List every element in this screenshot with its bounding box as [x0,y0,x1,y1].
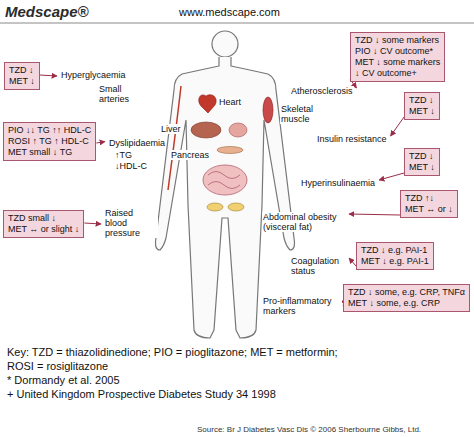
condition-label: Dyslipidaemia [108,138,166,148]
effect-line: TZD ↓ [409,95,435,106]
effect-line: MET ↓ [409,106,435,117]
drug-effect-box: TZD ↓MET ↓ [404,148,440,176]
small-artery [168,86,181,190]
visceral-fat [207,203,223,211]
effect-line: TZD ↑↓ [405,193,453,204]
condition-label: Coagulation status [290,256,346,276]
effect-line: MET ↓ [9,76,35,87]
condition-label: Abdominal obesity (visceral fat) [262,212,346,232]
stomach-organ [229,123,247,137]
condition-label: Insulin resistance [316,134,388,144]
effect-line: MET ↓ [409,162,435,173]
effect-line: TZD ↓ some, e.g. CRP, TNFα [348,287,465,298]
footnote: * Dormandy et al. 2005 [6,374,121,387]
drug-effect-box: TZD small ↓MET ↔ or slight ↓ [3,210,84,238]
effect-line: TZD ↓ e.g. PAI-1 [361,245,429,256]
source-credit: Source: Br J Diabetes Vasc Dis © 2006 Sh… [196,425,422,434]
drug-effect-box: TZD ↓ e.g. PAI-1MET ↓ e.g. PAI-1 [356,242,434,270]
site-url: www.medscape.com [178,6,281,19]
visceral-fat [228,203,244,211]
leader-arrow [349,258,356,266]
leader-arrow [96,142,105,144]
organ-label: Liver [160,124,182,134]
heart-organ [199,95,216,113]
footnote: + United Kingdom Prospective Diabetes St… [6,388,277,401]
leader-arrow [40,75,57,76]
condition-label: Hyperinsulinaemia [300,178,376,188]
key-line: ROSI = rosiglitazone [6,360,109,373]
effect-line: TZD ↓ [9,65,35,76]
effect-line: MET small ↓ TG [8,147,91,158]
logo-text: Medscape® [4,3,90,20]
effect-line: TZD small ↓ [8,213,79,224]
drug-effect-box: TZD ↓MET ↓ [404,92,440,120]
leader-arrow [391,117,404,136]
effect-line: PIO ↓ CV outcome* [355,46,440,57]
effect-line: TZD ↓ some markers [355,35,440,46]
head-outline [212,31,238,57]
pancreas-organ [217,147,243,154]
organ-label: Small arteries [98,84,136,104]
drug-effect-box: TZD ↓ some markersPIO ↓ CV outcome*MET ↓… [350,32,445,82]
organ-label: Skeletal muscle [280,104,322,124]
organ-label: Pancreas [170,150,210,160]
effect-line: ↓ CV outcome+ [355,68,440,79]
effect-line: MET ↓ some markers [355,57,440,68]
lipid-note: ↓HDL-C [114,161,148,171]
skeletal-muscle [263,97,273,123]
effect-line: MET ↔ or ↓ [405,204,453,215]
condition-label: Pro-inflammatory markers [262,296,342,316]
condition-label: Atherosclerosis [290,86,354,96]
intestine-loops [208,172,240,189]
header-rule [0,23,474,24]
effect-line: TZD ↓ [409,151,435,162]
organ-label: Heart [218,97,242,107]
effect-line: ROSI ↑ TG ↑ HDL-C [8,136,91,147]
leader-arrow [379,173,404,180]
intestine-organ [203,165,247,195]
leader-arrow [349,214,400,215]
effect-line: PIO ↓↓ TG ↑↑ HDL-C [8,125,91,136]
drug-effect-box: TZD ↓ some, e.g. CRP, TNFαMET ↓ some, e.… [343,284,470,312]
effect-line: MET ↓ some, e.g. CRP [348,298,465,309]
effect-line: MET ↔ or slight ↓ [8,224,79,235]
drug-effect-box: TZD ↓MET ↓ [4,62,40,90]
effect-line: MET ↓ e.g. PAI-1 [361,256,429,267]
key-line: Key: TZD = thiazolidinedione; PIO = piog… [6,346,339,359]
drug-effect-box: TZD ↑↓MET ↔ or ↓ [400,190,458,218]
condition-label: Hyperglycaemia [60,70,127,80]
condition-label: Raised blood pressure [104,208,158,238]
lipid-note: ↑TG [114,150,133,160]
drug-effect-box: PIO ↓↓ TG ↑↑ HDL-CROSI ↑ TG ↑ HDL-CMET s… [3,122,96,161]
liver-organ [191,122,221,138]
leader-arrow [84,223,101,224]
